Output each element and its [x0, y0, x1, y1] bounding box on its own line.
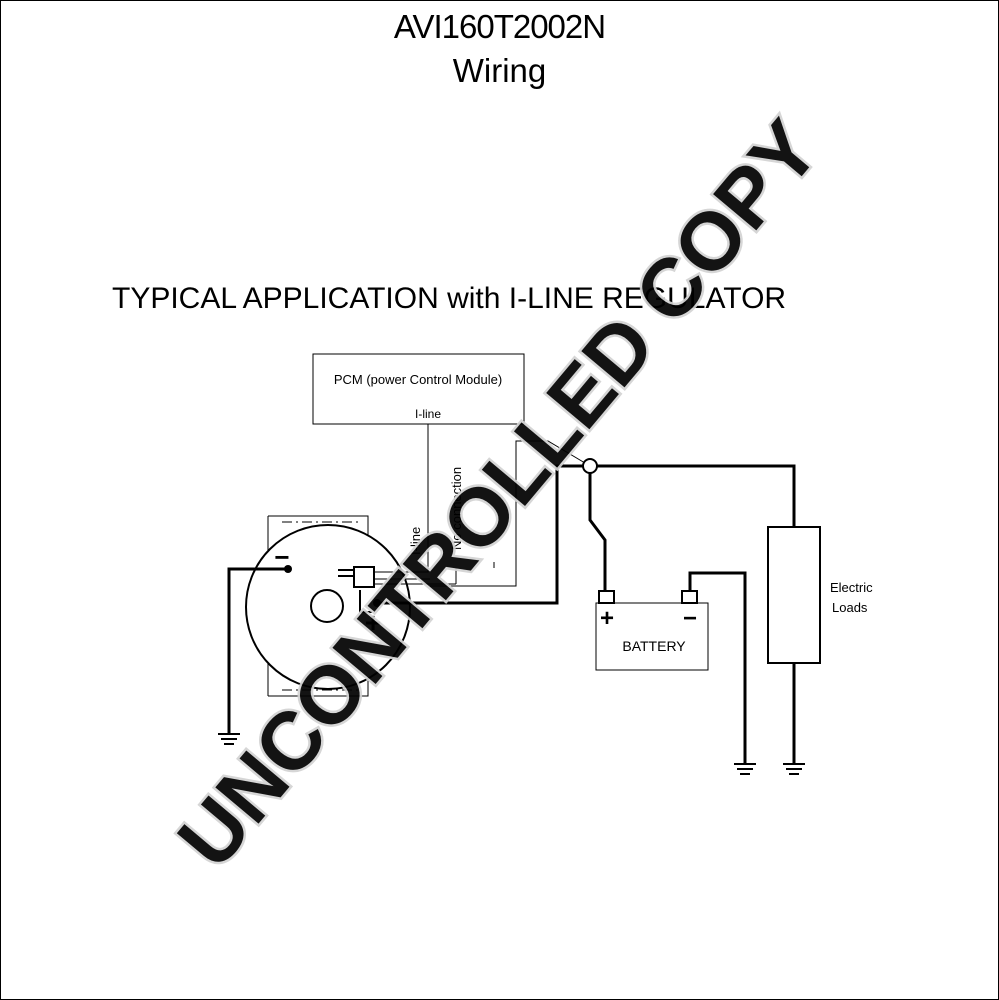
wiring-subtitle: Wiring [452, 52, 547, 89]
uncontrolled-copy-watermark: UNCONTROLLED COPY [161, 104, 837, 885]
electric-loads-label-line2: Loads [832, 600, 868, 615]
alternator-shaft [310, 589, 344, 623]
pcm-box [312, 353, 525, 425]
wire-noconnection-label: No connection [449, 467, 464, 550]
ground-symbol-icon [783, 763, 805, 775]
pcm-label: PCM (power Control Module) [334, 372, 502, 387]
ground-symbol-icon [734, 763, 756, 775]
battery-minus-sign: − [683, 605, 697, 632]
alternator: − + [245, 515, 456, 697]
electric-loads-label-line1: Electric [830, 580, 873, 595]
battery-label: BATTERY [622, 638, 686, 654]
application-heading: TYPICAL APPLICATION with I-LINE REGULATO… [112, 282, 787, 315]
part-number-title: AVI160T2002N [393, 8, 606, 45]
load-feed-cable [597, 464, 796, 527]
iline-wire [420, 424, 429, 573]
battery-box [595, 602, 709, 671]
sense-wire [430, 440, 591, 587]
electric-loads-box [767, 526, 821, 664]
main-positive-cable [377, 464, 588, 605]
battery-ground-cable [688, 571, 747, 764]
battery-positive-cable [588, 473, 607, 592]
ground-symbol-icon [218, 733, 240, 745]
alternator-plus-sign: + [365, 607, 381, 638]
battery-plus-sign: + [600, 605, 614, 632]
pcm-iline-label: I-line [415, 407, 441, 421]
alternator-minus-sign: − [274, 542, 289, 572]
wire-iline-label: I-line [408, 527, 423, 555]
battery-negative-post [681, 590, 698, 604]
battery-positive-post [598, 590, 615, 604]
